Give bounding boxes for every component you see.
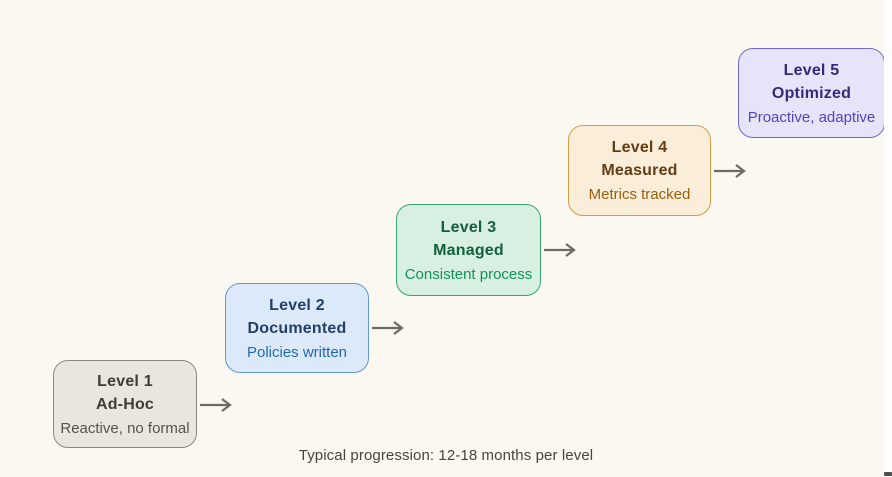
- level-3-box: Level 3 Managed Consistent process: [396, 204, 541, 296]
- level-1-box: Level 1 Ad-Hoc Reactive, no formal: [53, 360, 197, 448]
- level-3-subtitle: Consistent process: [404, 265, 533, 283]
- level-3-name: Managed: [433, 241, 504, 259]
- level-2-name: Documented: [247, 319, 347, 337]
- level-4-subtitle: Metrics tracked: [588, 186, 691, 203]
- arrow-right-icon: [199, 396, 235, 414]
- level-4-title: Level 4: [611, 139, 668, 156]
- level-3-title: Level 3: [440, 218, 497, 236]
- level-1-subtitle: Reactive, no formal: [60, 419, 190, 437]
- level-1-title: Level 1: [97, 372, 153, 390]
- arrow-right-icon: [371, 319, 407, 337]
- level-1-name: Ad-Hoc: [95, 395, 155, 413]
- level-4-name: Measured: [601, 162, 678, 179]
- resize-grip[interactable]: [884, 472, 892, 476]
- right-edge-strip: [884, 0, 892, 477]
- level-5-title: Level 5: [783, 61, 840, 79]
- level-5-name: Optimized: [771, 84, 852, 102]
- level-2-subtitle: Policies written: [246, 343, 348, 361]
- level-2-box: Level 2 Documented Policies written: [225, 283, 369, 373]
- arrow-right-icon: [543, 241, 579, 259]
- level-2-title: Level 2: [269, 296, 325, 314]
- arrow-right-icon: [713, 162, 749, 180]
- level-5-box: Level 5 Optimized Proactive, adaptive: [738, 48, 885, 138]
- level-5-subtitle: Proactive, adaptive: [747, 108, 876, 126]
- diagram-caption: Typical progression: 12-18 months per le…: [298, 447, 594, 464]
- level-4-box: Level 4 Measured Metrics tracked: [568, 125, 711, 216]
